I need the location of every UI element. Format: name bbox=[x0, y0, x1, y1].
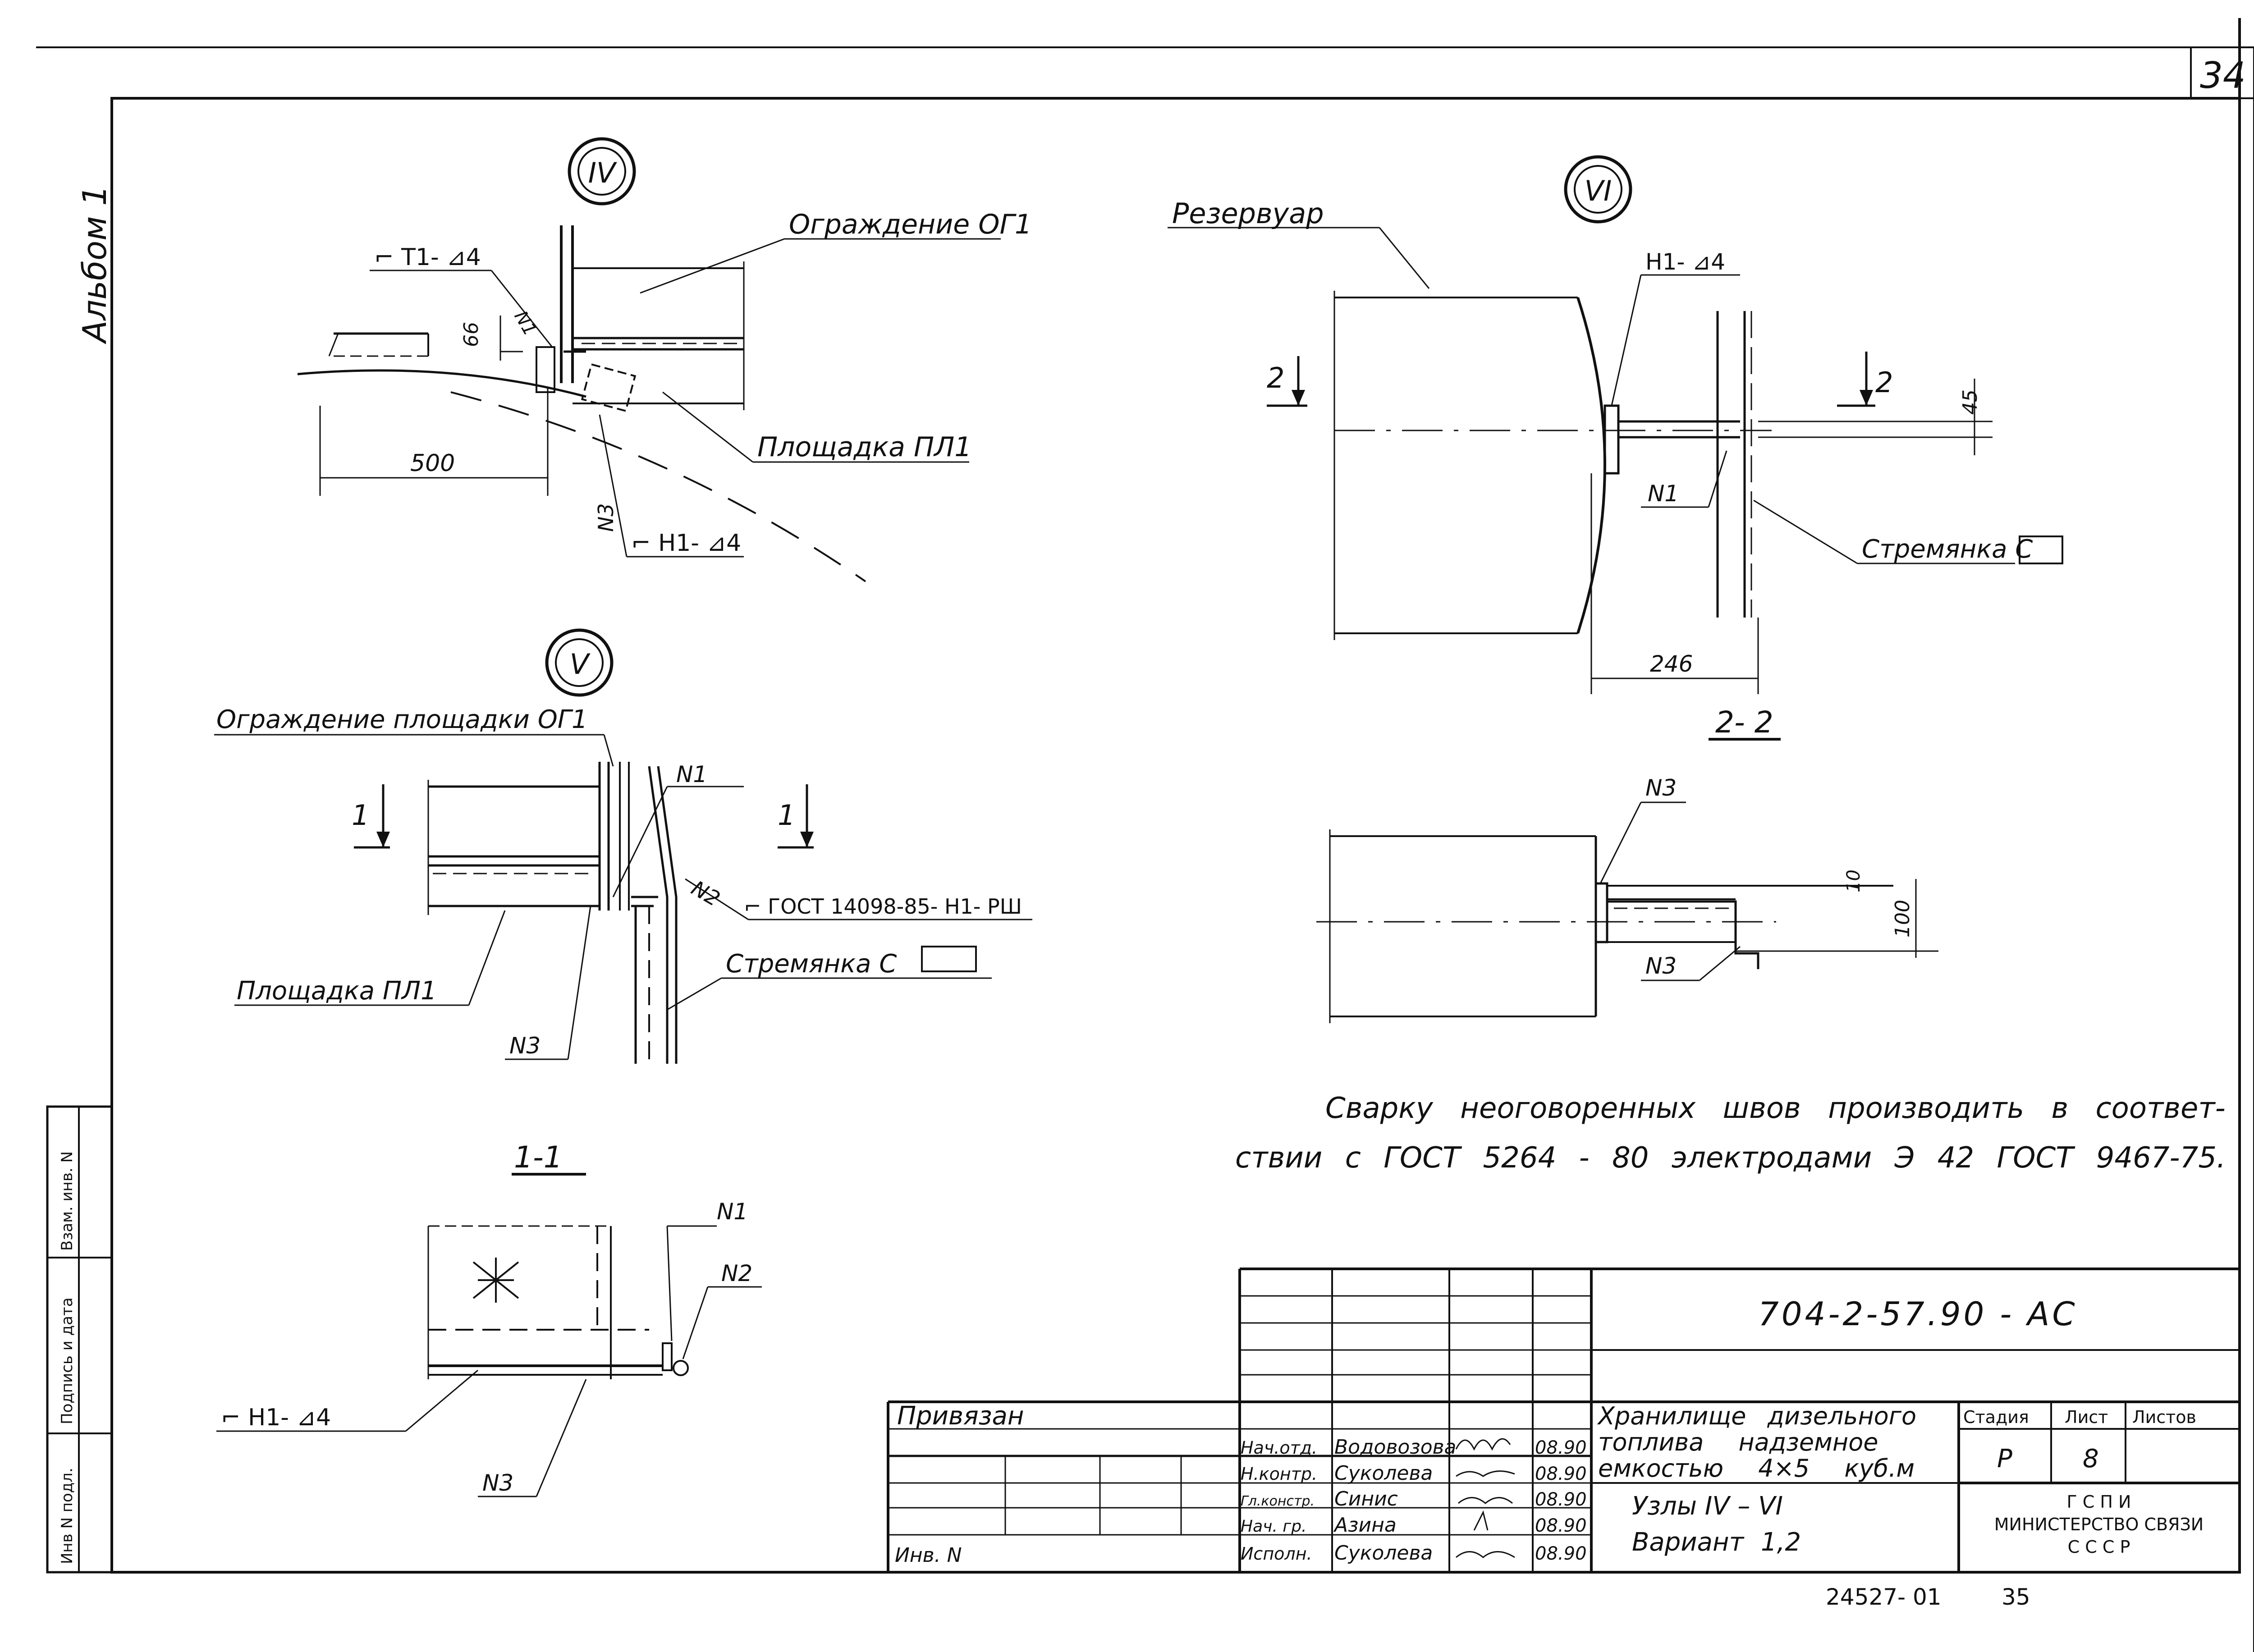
project-title-2: топлива надземное bbox=[1598, 1428, 1878, 1456]
staff-role-1: Нач.отд. bbox=[1241, 1438, 1317, 1458]
sheet-header: Лист bbox=[2065, 1407, 2108, 1427]
node-iv-n3: N3 bbox=[594, 503, 618, 532]
sheet-number: 34 bbox=[2200, 55, 2246, 96]
node-v-n1: N1 bbox=[676, 761, 707, 787]
section-1-1-weld-label: ⌐ Н1- ⊿4 bbox=[221, 1404, 331, 1431]
project-title-3: емкостью 4×5 куб.м bbox=[1598, 1454, 1915, 1483]
sheets-header: Листов bbox=[2132, 1407, 2196, 1427]
note-line-1: Сварку неоговоренных швов производить в … bbox=[1325, 1092, 2226, 1125]
node-v-n2: N2 bbox=[687, 876, 724, 911]
node-v-n3: N3 bbox=[509, 1033, 541, 1059]
note-line-2: ствии с ГОСТ 5264 - 80 электродами Э 42 … bbox=[1235, 1141, 2226, 1175]
node-vi-tank-label: Резервуар bbox=[1172, 197, 1324, 230]
org-line-1: Г С П И bbox=[2067, 1492, 2131, 1512]
staff-name-2: Суколева bbox=[1334, 1462, 1433, 1485]
section-1-1-title: 1-1 bbox=[514, 1140, 563, 1175]
staff-name-1: Водовозова bbox=[1334, 1436, 1457, 1459]
stamp-vzam: Взам. инв. N bbox=[58, 1151, 76, 1251]
staff-date-1: 08.90 bbox=[1535, 1437, 1587, 1458]
node-iv-dim-66: 66 bbox=[460, 322, 483, 347]
node-vi-section-mark-right: 2 bbox=[1875, 366, 1893, 399]
side-stamp bbox=[46, 1105, 113, 1574]
node-v-marker: V bbox=[570, 648, 591, 681]
staff-role-3: Гл.констр. bbox=[1241, 1493, 1315, 1509]
staff-name-3: Синис bbox=[1334, 1487, 1398, 1510]
node-vi-dim-246: 246 bbox=[1650, 651, 1693, 677]
node-v-drawing bbox=[214, 628, 1032, 1064]
node-iv-weld-bottom: ⌐ Н1- ⊿4 bbox=[631, 530, 741, 557]
stage-value: Р bbox=[1997, 1444, 2012, 1474]
staff-role-4: Нач. гр. bbox=[1241, 1517, 1307, 1536]
node-iv-marker: IV bbox=[588, 156, 618, 189]
page-number: 35 bbox=[2002, 1584, 2030, 1610]
org-line-2: МИНИСТЕРСТВО СВЯЗИ bbox=[1994, 1515, 2204, 1534]
node-iv-platform-label: Площадка ПЛ1 bbox=[757, 431, 971, 463]
node-v-weld-label: ⌐ ГОСТ 14098-85- Н1- РШ bbox=[744, 894, 1022, 919]
org-line-3: С С С Р bbox=[2068, 1537, 2130, 1557]
staff-name-5: Суколева bbox=[1334, 1542, 1433, 1565]
album-label: Альбом 1 bbox=[76, 185, 114, 344]
node-vi-n1: N1 bbox=[1648, 480, 1679, 507]
section-1-1-n3: N3 bbox=[482, 1470, 513, 1496]
stamp-inv-podl: Инв N подл. bbox=[58, 1468, 76, 1564]
section-1-1-n1: N1 bbox=[717, 1199, 748, 1225]
node-vi-marker: VI bbox=[1585, 174, 1612, 207]
node-iv-drawing bbox=[297, 137, 1001, 582]
node-vi-drawing bbox=[1168, 155, 2063, 694]
node-vi-section-mark-left: 2 bbox=[1267, 362, 1284, 394]
staff-date-2: 08.90 bbox=[1535, 1464, 1587, 1484]
stamp-podpis: Подпись и дата bbox=[58, 1297, 76, 1424]
title-code: 704-2-57.90 - АС bbox=[1758, 1295, 2078, 1333]
node-iv-weld-top: ⌐ Т1- ⊿4 bbox=[374, 244, 481, 271]
section-2-2-dim-10: 10 bbox=[1843, 869, 1864, 892]
node-vi-weld-label: Н1- ⊿4 bbox=[1645, 249, 1725, 275]
title-block-grid bbox=[887, 1268, 2240, 1572]
signatures bbox=[1455, 1438, 1515, 1558]
project-title-1: Хранилище дизельного bbox=[1597, 1402, 1916, 1430]
staff-name-4: Азина bbox=[1333, 1514, 1397, 1537]
node-vi-dim-45: 45 bbox=[1959, 389, 1982, 415]
section-1-1-n2: N2 bbox=[721, 1260, 752, 1286]
stage-header: Стадия bbox=[1963, 1407, 2029, 1427]
title-privyazan: Привязан bbox=[897, 1401, 1024, 1431]
sheet-value: 8 bbox=[2083, 1444, 2099, 1474]
section-2-2-title: 2- 2 bbox=[1715, 705, 1773, 740]
section-2-2-n3-top: N3 bbox=[1645, 775, 1677, 801]
staff-date-4: 08.90 bbox=[1535, 1515, 1587, 1536]
node-v-section-mark-right: 1 bbox=[778, 799, 795, 832]
node-vi-ladder-label: Стремянка С bbox=[1862, 535, 2033, 564]
section-2-2-drawing bbox=[1316, 738, 1938, 1023]
node-v-fence-label: Ограждение площадки ОГ1 bbox=[216, 705, 588, 734]
node-iv-dim-500: 500 bbox=[410, 450, 455, 477]
staff-date-5: 08.90 bbox=[1535, 1543, 1587, 1564]
section-2-2-n3-bottom: N3 bbox=[1645, 953, 1677, 979]
node-v-section-mark-left: 1 bbox=[352, 799, 369, 832]
sheet-title-2: Вариант 1,2 bbox=[1632, 1528, 1801, 1557]
sheet-title-1: Узлы IV – VI bbox=[1632, 1492, 1783, 1521]
order-number: 24527- 01 bbox=[1826, 1584, 1942, 1610]
node-iv-fence-label: Ограждение ОГ1 bbox=[789, 209, 1032, 240]
node-v-platform-label: Площадка ПЛ1 bbox=[237, 976, 437, 1006]
node-v-ladder-label: Стремянка С bbox=[726, 949, 897, 979]
section-1-1-drawing bbox=[216, 1173, 762, 1497]
staff-role-5: Исполн. bbox=[1241, 1544, 1312, 1564]
title-inv-no: Инв. N bbox=[895, 1544, 962, 1567]
sheet-frame bbox=[36, 18, 2254, 1652]
staff-date-3: 08.90 bbox=[1535, 1489, 1587, 1510]
section-2-2-dim-100: 100 bbox=[1891, 900, 1914, 938]
staff-role-2: Н.контр. bbox=[1241, 1464, 1317, 1484]
node-iv-n1: N1 bbox=[510, 307, 541, 339]
